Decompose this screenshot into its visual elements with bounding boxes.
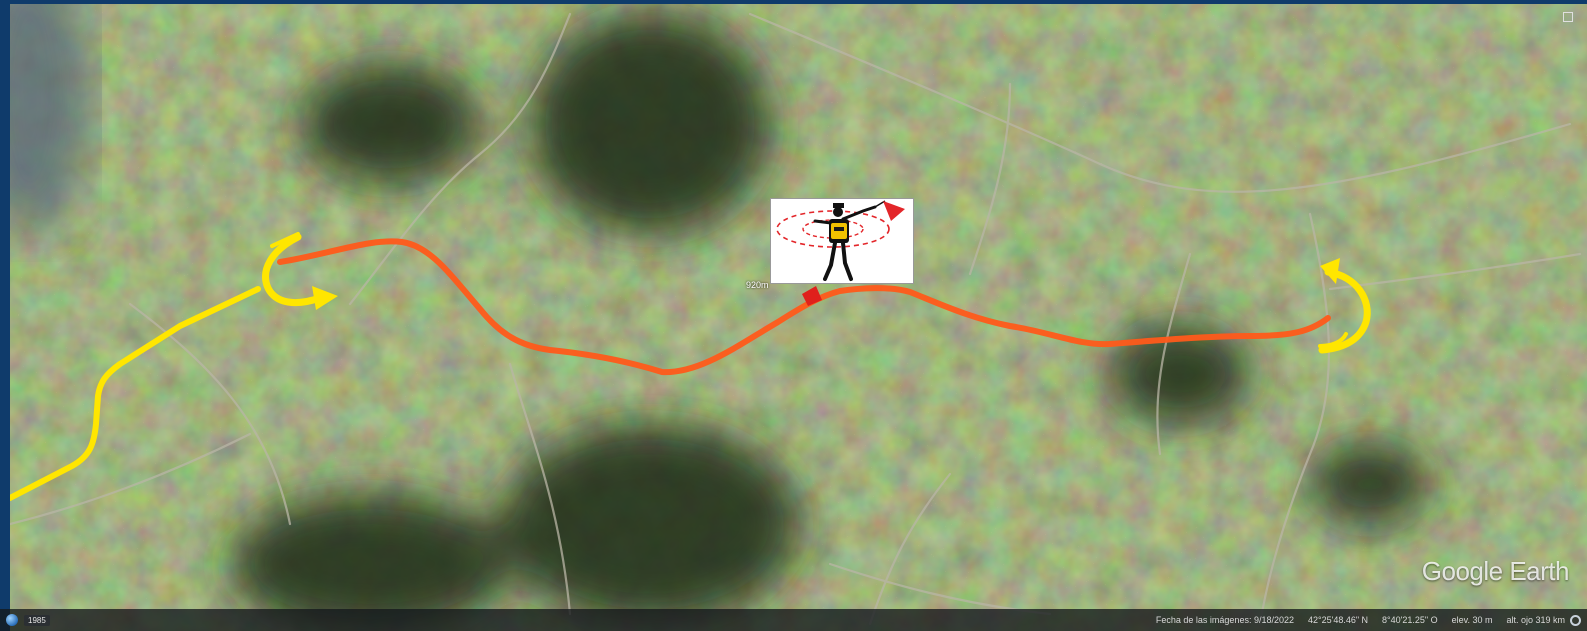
status-indicator-icon[interactable] bbox=[1570, 615, 1581, 626]
aerial-imagery bbox=[10, 4, 1587, 631]
longitude-readout: 8°40'21.25" O bbox=[1382, 615, 1438, 625]
imagery-date: Fecha de las imágenes: 9/18/2022 bbox=[1155, 615, 1294, 625]
status-bar: 1985 Fecha de las imágenes: 9/18/2022 42… bbox=[0, 609, 1587, 631]
right-turn-arrowhead-icon bbox=[1320, 258, 1340, 284]
elevation-readout: elev. 30 m bbox=[1451, 615, 1493, 625]
latitude-readout: 42°25'48.46" N bbox=[1307, 615, 1369, 625]
eye-altitude-readout: alt. ojo 319 km bbox=[1506, 615, 1565, 625]
left-turn-arrow-icon bbox=[262, 232, 324, 307]
placemark-label: 920m bbox=[746, 280, 769, 290]
globe-icon[interactable] bbox=[6, 614, 18, 626]
left-turn-arrowhead-icon bbox=[312, 286, 338, 310]
window-toggle-icon[interactable] bbox=[1563, 12, 1573, 22]
circuit-track bbox=[277, 238, 1331, 376]
start-flag-icon[interactable] bbox=[802, 286, 822, 306]
approach-track bbox=[10, 286, 261, 501]
historical-year-badge[interactable]: 1985 bbox=[24, 614, 50, 626]
flag-marshal-icon bbox=[776, 200, 905, 281]
right-turn-arrow-icon bbox=[1318, 268, 1371, 354]
google-earth-watermark: Google Earth bbox=[1421, 556, 1570, 586]
flag-marshal-marker[interactable] bbox=[770, 198, 914, 284]
